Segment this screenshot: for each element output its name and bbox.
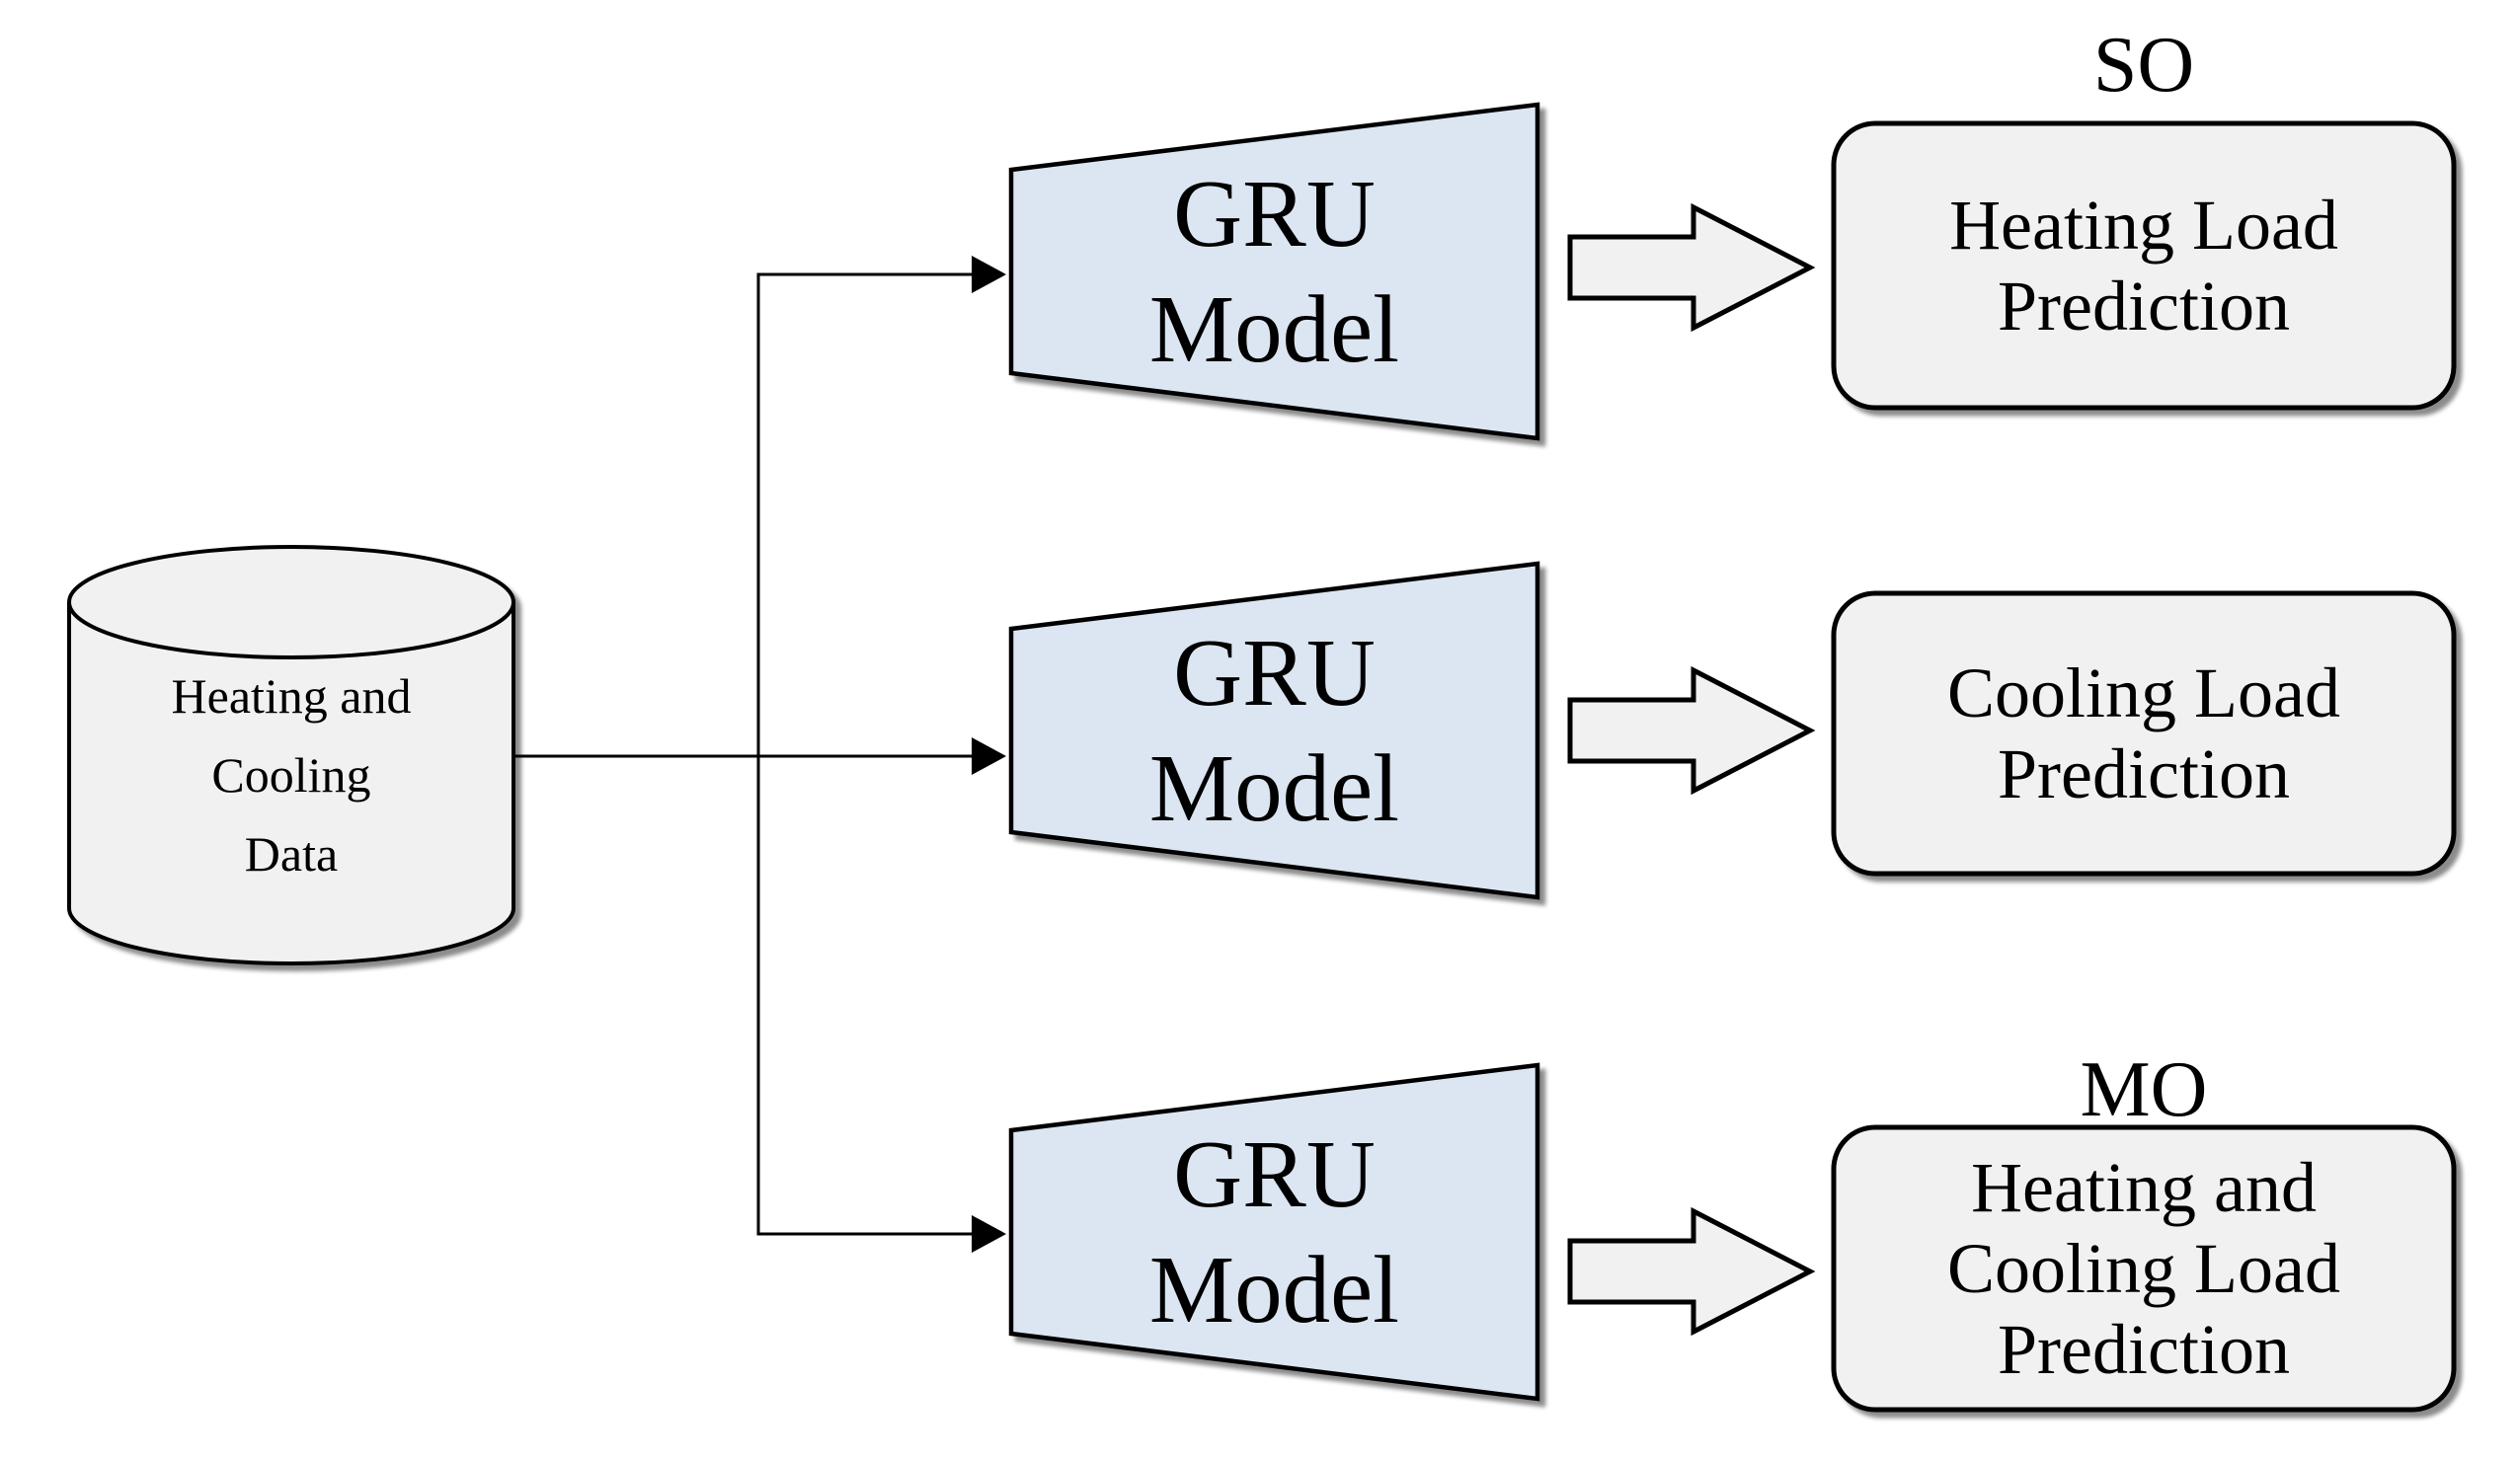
output-label-bottom: Heating and Cooling Load Prediction <box>1834 1127 2454 1410</box>
model-label-line: GRU <box>1173 620 1376 726</box>
arrowhead-middle-icon <box>972 737 1006 775</box>
output-box-bottom <box>1831 1124 2457 1413</box>
output-box-top <box>1831 120 2457 411</box>
output-label-top: Heating Load Prediction <box>1834 123 2454 408</box>
connector-lines <box>513 272 999 1236</box>
model-label-line: GRU <box>1173 1121 1376 1227</box>
gru-model-trapezoid-middle <box>1008 561 1540 900</box>
flow-arrow-bottom-icon <box>1567 1206 1816 1337</box>
output-label-line: Cooling Load <box>1947 1229 2340 1308</box>
output-boxes <box>1831 120 2457 1413</box>
output-label-line: Cooling Load <box>1947 653 2340 732</box>
cylinder-top <box>67 545 515 659</box>
output-box-middle <box>1831 590 2457 877</box>
model-label-line: GRU <box>1173 161 1376 267</box>
cylinder-body <box>67 602 515 965</box>
source-label-line: Data <box>244 826 339 882</box>
tag-mo-label: MO <box>1834 1048 2454 1131</box>
tag-so-label: SO <box>1834 24 2454 107</box>
output-label-line: Prediction <box>1998 267 2290 346</box>
gru-model-trapezoid-bottom <box>1008 1062 1540 1402</box>
flow-arrows <box>1567 202 1816 1337</box>
tag-mo-text: MO <box>2080 1046 2208 1133</box>
arrowhead-bottom-icon <box>972 1215 1006 1253</box>
source-label: Heating and Cooling Data <box>69 612 513 938</box>
connector-branch-top <box>756 272 999 756</box>
model-label-top: GRU Model <box>1011 156 1537 387</box>
connector-arrowheads <box>972 256 1006 1253</box>
source-label-line: Heating and <box>171 668 412 724</box>
data-source-cylinder <box>67 545 515 965</box>
gru-model-trapezoids <box>1008 102 1540 1402</box>
output-label-line: Prediction <box>1998 734 2290 813</box>
model-label-line: Model <box>1148 276 1400 382</box>
connector-branch-bottom <box>756 756 999 1236</box>
model-label-line: Model <box>1148 1237 1400 1343</box>
flow-arrow-top-icon <box>1567 202 1816 333</box>
gru-model-trapezoid-top <box>1008 102 1540 441</box>
output-label-line: Heating Load <box>1949 186 2338 265</box>
model-label-bottom: GRU Model <box>1011 1116 1537 1347</box>
output-label-line: Heating and <box>1971 1148 2317 1227</box>
tag-so-text: SO <box>2092 22 2195 109</box>
model-label-middle: GRU Model <box>1011 615 1537 846</box>
output-label-middle: Cooling Load Prediction <box>1834 593 2454 874</box>
model-label-line: Model <box>1148 735 1400 841</box>
source-label-line: Cooling <box>211 747 371 803</box>
flow-arrow-middle-icon <box>1567 665 1816 796</box>
output-label-line: Prediction <box>1998 1310 2290 1389</box>
arrowhead-top-icon <box>972 256 1006 293</box>
